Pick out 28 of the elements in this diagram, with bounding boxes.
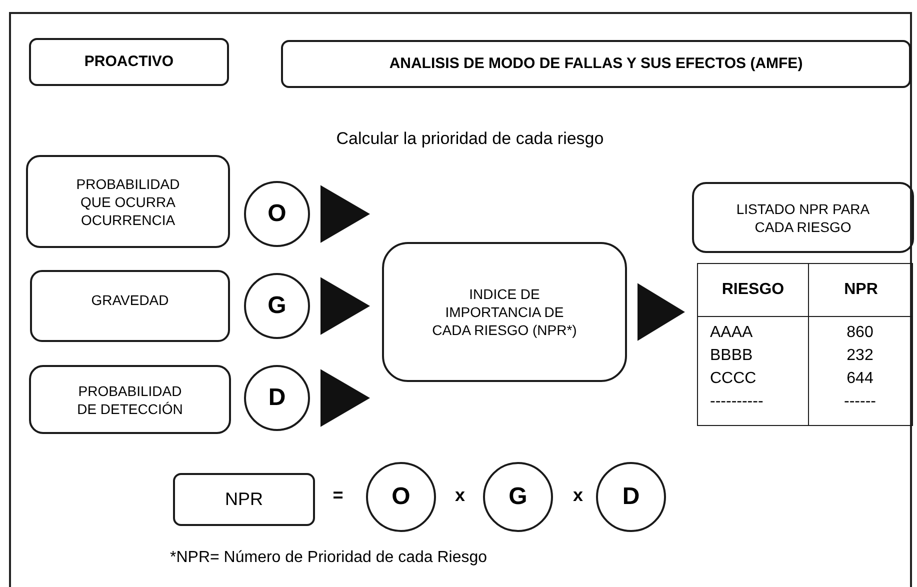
- table-cell-text: AAAA: [710, 323, 754, 343]
- table-cell-text: BBBB: [710, 346, 754, 366]
- column-header: NPR: [843, 280, 879, 300]
- process-box: GRAVEDAD: [30, 270, 230, 342]
- arrow-triangle: [320, 277, 370, 335]
- heading-text: Calcular la prioridad de cada riesgo: [335, 128, 605, 150]
- arrow-triangle: [320, 369, 370, 427]
- operator-sign: x: [572, 484, 584, 507]
- footnote: *NPR= Número de Prioridad de cada Riesgo: [170, 548, 488, 568]
- table-cell-text: ----------: [710, 392, 764, 412]
- process-box: PROBABILIDAD QUE OCURRA OCURRENCIA: [26, 155, 230, 248]
- table-cell-text: ------: [843, 392, 877, 412]
- process-box: PROBABILIDAD DE DETECCIÓN: [29, 365, 231, 434]
- table-cell-text: 232: [846, 346, 874, 366]
- process-box: PROACTIVO: [29, 38, 229, 86]
- arrow-triangle: [638, 283, 685, 341]
- table-cell-text: CCCC: [710, 369, 758, 389]
- process-box: LISTADO NPR PARA CADA RIESGO: [692, 182, 914, 253]
- operator-sign: =: [332, 484, 344, 507]
- arrow-triangle: [320, 185, 370, 243]
- operator-sign: x: [454, 484, 466, 507]
- table-cell-text: 860: [846, 323, 874, 343]
- table-cell-text: 644: [846, 369, 874, 389]
- npr-table: [697, 263, 913, 426]
- column-header: RIESGO: [720, 280, 786, 300]
- process-box: NPR: [173, 473, 315, 526]
- process-box: INDICE DE IMPORTANCIA DE CADA RIESGO (NPR*): [382, 242, 627, 382]
- process-box: ANALISIS DE MODO DE FALLAS Y SUS EFECTOS (AMFE): [281, 40, 911, 88]
